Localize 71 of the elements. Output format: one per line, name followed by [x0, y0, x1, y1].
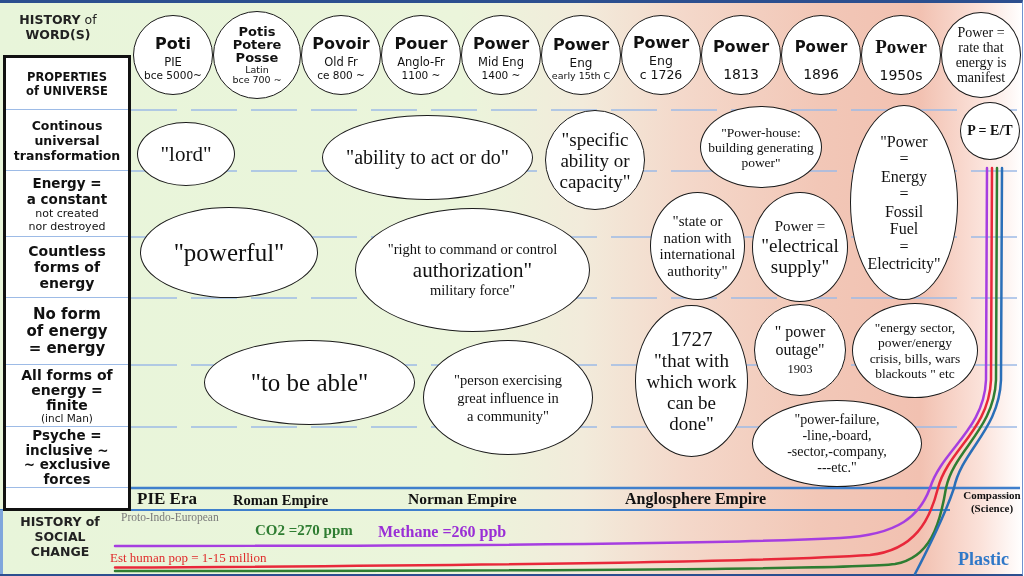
formula-text: P = E/T [967, 123, 1013, 139]
origin-note: PIE [164, 56, 182, 69]
origin-note: early 15th C [551, 69, 611, 81]
property-text: Continous universal transformation [12, 117, 122, 163]
era-label: PIE Era [137, 489, 197, 509]
era-label: Anglosphere Empire [625, 489, 767, 508]
era-label: Norman Empire [408, 489, 517, 508]
meaning-text: "lord" [160, 142, 212, 166]
origin-note: ce 800 ~ [317, 69, 365, 81]
meaning-text: "that with which work can be done" [645, 350, 738, 434]
meaning-text: "person exercising great influence in a community" [453, 370, 563, 425]
origin-note: c 1726 [639, 68, 683, 82]
era-label: Compassion (Science) [962, 489, 1022, 514]
word-title: Power [794, 38, 848, 56]
curve-label: CO2 =270 ppm [255, 522, 353, 539]
meaning-text: "right to command or control [387, 241, 558, 258]
word-title: Power [875, 37, 927, 57]
meaning-text: Power = [774, 217, 826, 235]
origin-note: 1400 ~ [481, 69, 521, 81]
origin-note: Anglo-Fr [397, 56, 445, 69]
meaning-text: "state or nation with international authority" [658, 213, 737, 279]
meaning-text: "electrical supply" [760, 234, 840, 277]
curve-label: Plastic [958, 549, 1009, 569]
word-title: Potis Potere Posse [231, 24, 283, 64]
property-text: No form of energy = energy [25, 305, 109, 357]
era-label: Roman Empire [233, 491, 329, 509]
origin-note: Old Fr [324, 56, 358, 69]
meaning-text: "specific ability or capacity" [558, 128, 632, 192]
word-title: Povoir [312, 35, 370, 53]
word-title: Poti [155, 35, 191, 53]
curve-label: Methane =260 ppb [378, 523, 507, 541]
origin-note: 1100 ~ [401, 69, 441, 81]
meaning-text: "energy sector, power/energy crisis, bills, wars blackouts " etc [868, 319, 962, 382]
meaning-text: "Power = Energy = Fossil Fuel = Electricity" [866, 132, 942, 273]
meaning-text: " power outage" [773, 323, 827, 359]
meaning-text: "power-failure, -line,-board, -sector,-company, ---etc." [786, 411, 888, 476]
property-text: Countless forms of energy [27, 243, 107, 291]
property-text: All forms of energy = finite [20, 367, 114, 413]
property-text: PROPERTIES of UNIVERSE [25, 69, 109, 98]
origin-note: bce 5000~ [144, 69, 202, 81]
property-text: Energy = a constant [26, 174, 108, 207]
curve-label: Est human pop = 1-15 million [110, 550, 267, 565]
meaning-text: 1727 [670, 328, 713, 350]
property-text: Psyche = inclusive ~ ~ exclusive forces [22, 428, 112, 486]
column-heading: HISTORY of WORD(S) [18, 12, 98, 42]
origin-note: Eng [569, 55, 593, 70]
origin-note: 1896 [803, 66, 839, 82]
origin-note: bce 700 ~ [232, 75, 282, 86]
meaning-text: "Power-house: building generating power" [707, 124, 815, 170]
origin-note: Latin [245, 64, 269, 75]
definition-text: Power = rate that energy is manifest [954, 25, 1008, 85]
word-title: Power [712, 38, 770, 56]
property-text: not created nor destroyed [27, 206, 107, 233]
meaning-text: "ability to act or do" [346, 146, 509, 169]
properties-panel [3, 55, 131, 511]
era-note: Proto-Indo-European [121, 511, 219, 524]
word-title: Power [472, 35, 530, 53]
word-title: Power [632, 34, 690, 52]
meaning-text: "to be able" [250, 368, 369, 397]
meaning-text: 1903 [787, 361, 813, 377]
origin-note: 1950s [879, 67, 923, 83]
property-text: (incl Man) [41, 412, 93, 424]
meaning-text: military force" [429, 282, 516, 299]
meaning-text: "powerful" [173, 238, 285, 267]
meaning-text: authorization" [412, 258, 533, 282]
origin-note: 1813 [723, 66, 759, 82]
origin-note: Eng [649, 54, 673, 68]
column-heading: HISTORY of SOCIAL CHANGE [19, 514, 101, 559]
origin-note: Mid Eng [478, 56, 524, 69]
word-title: Pouer [394, 35, 448, 53]
word-title: Power [552, 35, 610, 54]
